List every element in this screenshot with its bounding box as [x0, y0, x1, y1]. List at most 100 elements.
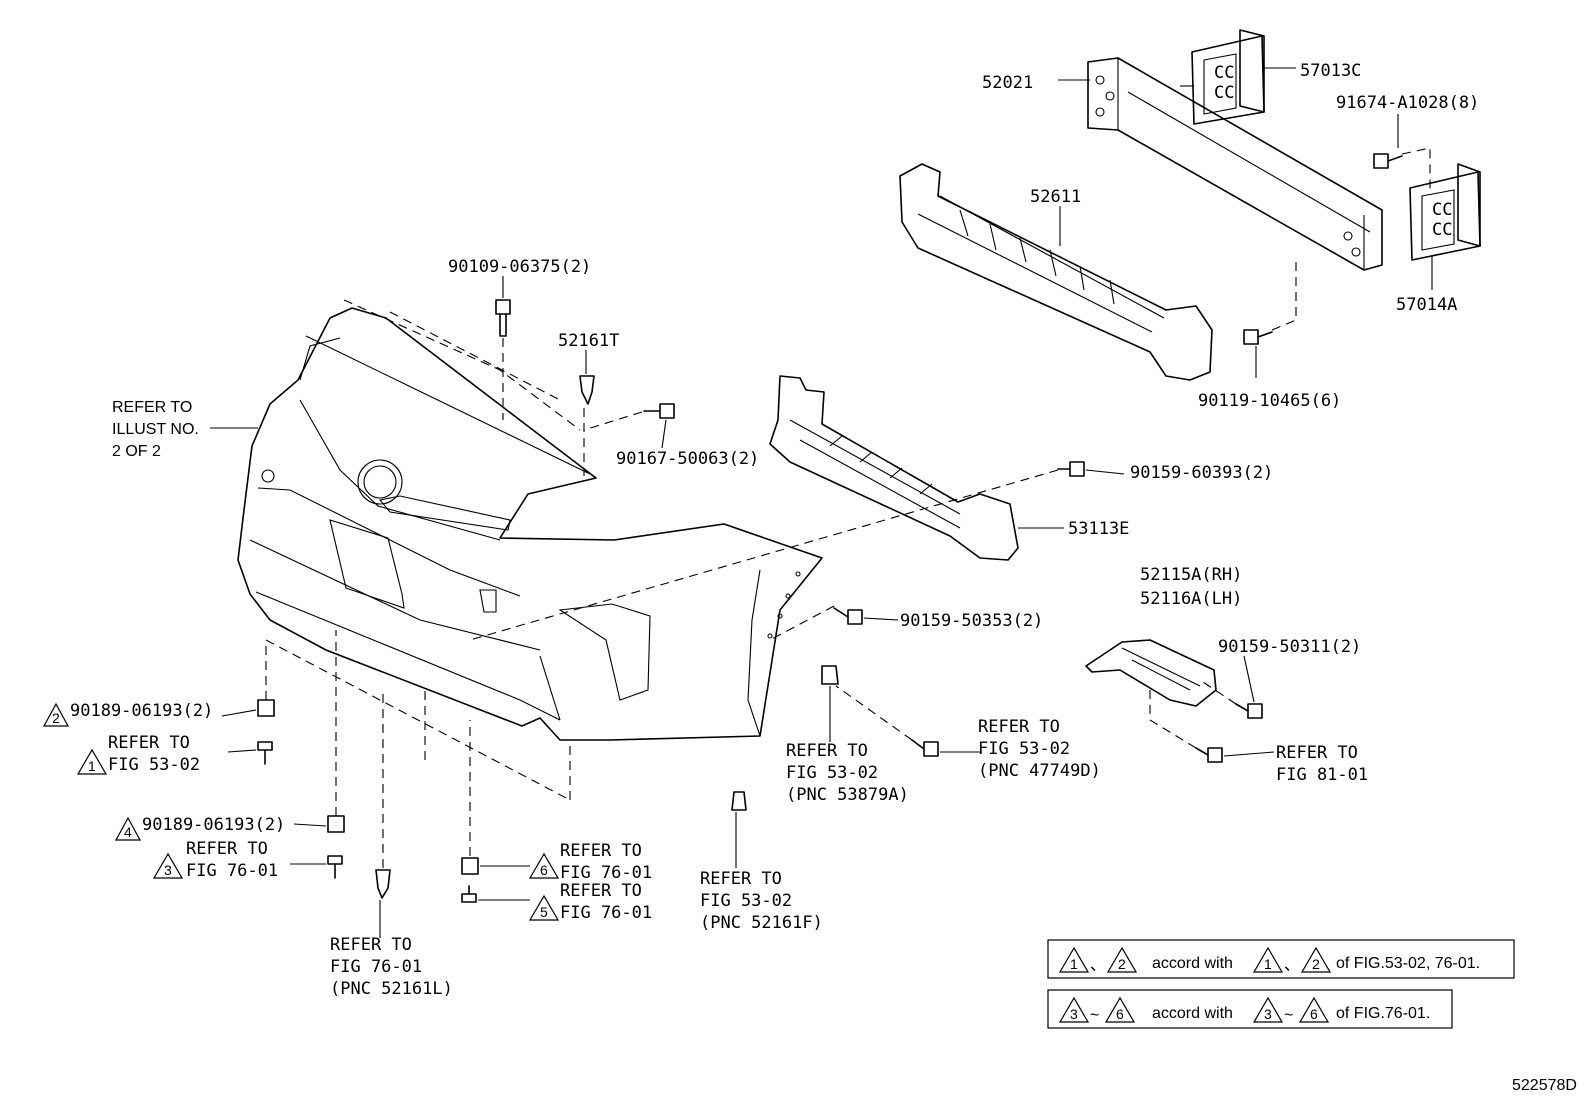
leader-lines — [210, 67, 1433, 938]
label-52115A: 52115A(RH) — [1140, 565, 1242, 585]
label-90167: 90167-50063(2) — [616, 449, 759, 469]
note-ref1: REFER TO FIG 53-02 — [108, 733, 200, 775]
svg-text:REFER TO: REFER TO — [330, 935, 412, 955]
bolt-90159-50353 — [833, 607, 863, 625]
bolt-90109 — [495, 299, 511, 337]
note-52161L: REFER TO FIG 76-01 (PNC 52161L) — [330, 935, 453, 999]
svg-text:3: 3 — [164, 862, 172, 878]
svg-text:FIG 53-02: FIG 53-02 — [786, 763, 878, 783]
svg-text:FIG 53-02: FIG 53-02 — [700, 891, 792, 911]
triangle-mark-5: 5 — [528, 894, 560, 921]
clip-52161T — [579, 375, 595, 405]
svg-text:2: 2 — [1312, 956, 1320, 972]
svg-text:FIG 76-01: FIG 76-01 — [186, 861, 278, 881]
svg-text:FIG 53-02: FIG 53-02 — [108, 755, 200, 775]
svg-text:REFER TO: REFER TO — [108, 733, 190, 753]
svg-text:3: 3 — [1264, 1006, 1272, 1022]
triangle-mark-2: 2 — [42, 702, 70, 727]
note-47749D: REFER TO FIG 53-02 (PNC 47749D) — [978, 717, 1101, 781]
svg-text:~: ~ — [1090, 1007, 1099, 1024]
svg-text:REFER TO: REFER TO — [186, 839, 268, 859]
screw-81-01 — [1195, 747, 1223, 763]
svg-text:1: 1 — [88, 758, 96, 774]
assembly-lines — [265, 147, 1431, 868]
note-81-01: REFER TO FIG 81-01 — [1276, 743, 1368, 785]
note-53879A: REFER TO FIG 53-02 (PNC 53879A) — [786, 741, 909, 805]
label-90189-a: 90189-06193(2) — [70, 701, 213, 721]
bolt-91674 — [1373, 153, 1403, 169]
legend-tail-2: of FIG.76-01. — [1336, 1005, 1430, 1022]
svg-text:6: 6 — [540, 862, 548, 878]
clip-53879A — [821, 665, 839, 685]
svg-text:5: 5 — [540, 904, 548, 920]
legend-tail-1: of FIG.53-02, 76-01. — [1336, 955, 1480, 972]
svg-text:~: ~ — [1284, 1007, 1293, 1024]
part-labels: 52021 57013C 91674-A1028(8) 52611 57014A… — [70, 61, 1479, 835]
screw-ref3 — [327, 855, 343, 879]
refer-to-notes: REFER TO ILLUST NO. 2 OF 2 REFER TO FIG … — [108, 399, 1368, 999]
bolt-90159-60393 — [1057, 461, 1085, 477]
svg-text:2 OF 2: 2 OF 2 — [112, 443, 161, 460]
note-ref6: REFER TO FIG 76-01 — [560, 841, 652, 883]
label-90119: 90119-10465(6) — [1198, 391, 1341, 411]
svg-text:REFER TO: REFER TO — [112, 399, 192, 416]
svg-text:3: 3 — [1070, 1006, 1078, 1022]
label-57013C: 57013C — [1300, 61, 1361, 81]
svg-text:(PNC 52161L): (PNC 52161L) — [330, 979, 453, 999]
legend-box-1: 1 、 2 accord with 1 、 2 of FIG.53-02, 76… — [1047, 939, 1515, 979]
bolt-90119 — [1243, 329, 1273, 345]
triangle-mark-4: 4 — [114, 816, 142, 841]
svg-text:4: 4 — [124, 824, 132, 840]
label-52116A: 52116A(LH) — [1140, 589, 1242, 609]
nut-90189-a — [257, 699, 275, 717]
label-52611: 52611 — [1030, 187, 1081, 207]
bumper-side-retainer-52115A-52116A — [1085, 639, 1217, 707]
note-illust: REFER TO ILLUST NO. 2 OF 2 — [112, 399, 199, 460]
clip-52161L — [375, 869, 391, 899]
svg-text:6: 6 — [1116, 1006, 1124, 1022]
note-ref3: REFER TO FIG 76-01 — [186, 839, 278, 881]
note-52161F: REFER TO FIG 53-02 (PNC 52161F) — [700, 869, 823, 933]
svg-text:FIG 76-01: FIG 76-01 — [560, 863, 652, 883]
nut-90189-b — [327, 815, 345, 833]
svg-text:、: 、 — [1284, 957, 1300, 974]
label-90189-b: 90189-06193(2) — [142, 815, 285, 835]
clip-47749D — [911, 739, 939, 757]
svg-text:CC: CC — [1432, 200, 1452, 220]
diagram-id: 522578D — [1512, 1077, 1577, 1094]
label-91674: 91674-A1028(8) — [1336, 93, 1479, 113]
svg-text:FIG 81-01: FIG 81-01 — [1276, 765, 1368, 785]
svg-text:2: 2 — [1118, 956, 1126, 972]
label-90159-60393: 90159-60393(2) — [1130, 463, 1273, 483]
triangle-marks: 2 1 4 3 6 5 — [42, 702, 560, 921]
svg-text:(PNC 47749D): (PNC 47749D) — [978, 761, 1101, 781]
svg-text:FIG 53-02: FIG 53-02 — [978, 739, 1070, 759]
triangle-mark-1: 1 — [76, 748, 108, 775]
bracket-57014A: CC CC — [1409, 163, 1481, 261]
svg-text:REFER TO: REFER TO — [560, 841, 642, 861]
svg-text:1: 1 — [1264, 956, 1272, 972]
legend-box-2: 3 ~ 6 accord with 3 ~ 6 of FIG.76-01. — [1047, 989, 1453, 1029]
bolt-90167 — [643, 403, 675, 419]
svg-text:6: 6 — [1310, 1006, 1318, 1022]
svg-text:REFER TO: REFER TO — [700, 869, 782, 889]
bracket-57013C: CC CC — [1180, 29, 1265, 125]
screw-ref1 — [257, 741, 273, 765]
svg-text:FIG 76-01: FIG 76-01 — [560, 903, 652, 923]
svg-text:ILLUST NO.: ILLUST NO. — [112, 421, 199, 438]
svg-text:REFER TO: REFER TO — [978, 717, 1060, 737]
svg-text:1: 1 — [1070, 956, 1078, 972]
bolt-90159-50311 — [1235, 703, 1263, 719]
nut-ref6 — [461, 857, 479, 875]
svg-text:CC: CC — [1214, 83, 1234, 103]
svg-text:FIG 76-01: FIG 76-01 — [330, 957, 422, 977]
label-90159-50353: 90159-50353(2) — [900, 611, 1043, 631]
svg-text:CC: CC — [1214, 63, 1234, 83]
triangle-mark-6: 6 — [528, 852, 560, 879]
label-57014A: 57014A — [1396, 295, 1457, 315]
under-cover-53113E — [769, 375, 1019, 561]
svg-text:(PNC 53879A): (PNC 53879A) — [786, 785, 909, 805]
triangle-mark-3: 3 — [152, 852, 184, 879]
legend-text-1: accord with — [1152, 955, 1233, 972]
